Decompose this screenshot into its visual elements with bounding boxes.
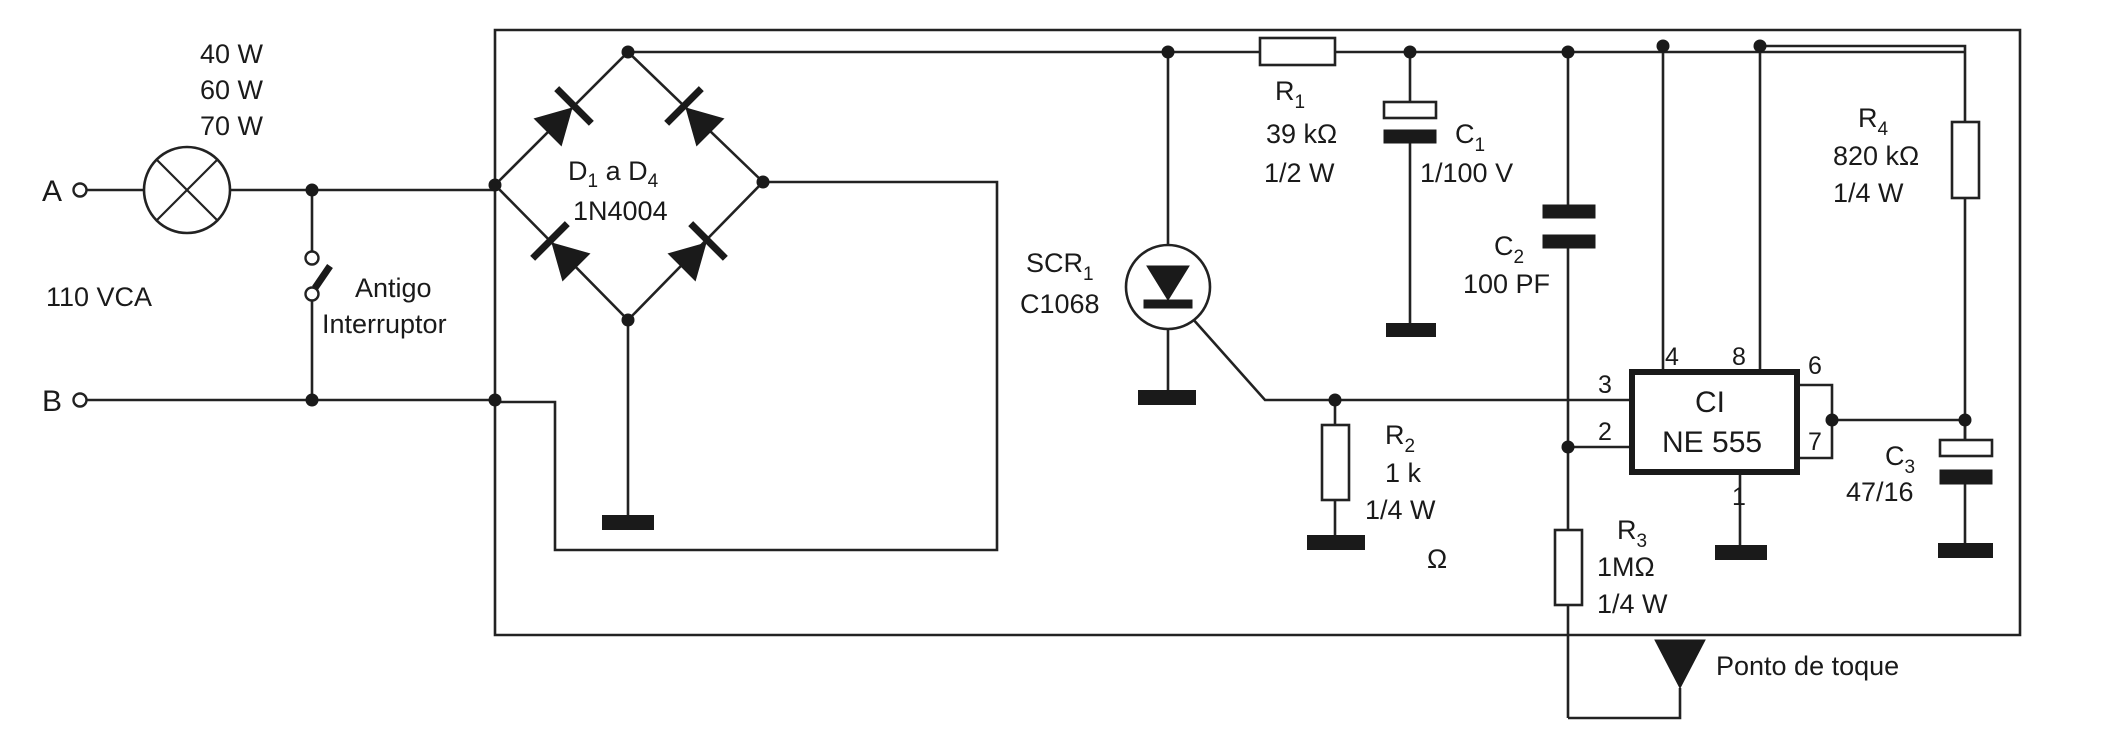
capacitor-c2-symbol xyxy=(1542,204,1596,249)
scr-symbol xyxy=(1124,243,1212,331)
resistor-r4-value: 820 kΩ xyxy=(1833,141,1919,171)
ic-ground-symbol xyxy=(1715,545,1767,560)
bridge-part-number: 1N4004 xyxy=(573,196,668,226)
lamp-watt-1: 40 W xyxy=(200,39,264,69)
resistor-r2-power: 1/4 W xyxy=(1365,495,1436,525)
capacitor-c3-symbol xyxy=(1938,438,1994,485)
switch-label-line1: Antigo xyxy=(355,273,432,303)
capacitor-c3-label: C3 xyxy=(1885,441,1915,478)
resistor-r1-label: R1 xyxy=(1275,76,1305,113)
ic-name: CI xyxy=(1695,386,1725,419)
terminal-a-label: A xyxy=(42,175,62,208)
ic-pin-3: 3 xyxy=(1598,371,1612,399)
ic-pin-4: 4 xyxy=(1665,343,1679,371)
c3-ground-symbol xyxy=(1938,543,1993,558)
bridge-ground-symbol xyxy=(602,515,654,530)
terminal-b: B xyxy=(42,385,88,418)
resistor-r3-label: R3 xyxy=(1617,515,1647,552)
bridge-diodes-label: D1 a D4 xyxy=(568,156,659,192)
bridge-diodes xyxy=(530,86,728,282)
capacitor-c2-label: C2 xyxy=(1494,231,1524,268)
junction-dots xyxy=(305,39,1972,454)
ic-pin-1: 1 xyxy=(1732,483,1746,511)
lamp-watt-3: 70 W xyxy=(200,111,264,141)
ic-pin-6: 6 xyxy=(1808,352,1822,380)
ic-pin-8: 8 xyxy=(1732,343,1746,371)
scr-ground-symbol xyxy=(1138,390,1196,405)
c1-ground-symbol xyxy=(1386,323,1436,337)
touch-point-symbol xyxy=(1654,639,1706,690)
diode-d1 xyxy=(533,86,594,147)
resistor-r3-value: 1MΩ xyxy=(1597,552,1655,582)
lamp-symbol xyxy=(142,145,232,235)
resistor-r1-power: 1/2 W xyxy=(1264,158,1335,188)
ic-part-number: NE 555 xyxy=(1662,426,1762,459)
resistor-r4-power: 1/4 W xyxy=(1833,178,1904,208)
terminal-b-label: B xyxy=(42,385,62,418)
diode-d3 xyxy=(530,221,591,282)
capacitor-c1-symbol xyxy=(1382,100,1438,144)
capacitor-c2-value: 100 PF xyxy=(1463,269,1550,299)
resistor-r2-value: 1 k xyxy=(1385,458,1422,488)
switch-label-line2: Interruptor xyxy=(322,309,447,339)
capacitor-c3-value: 47/16 xyxy=(1846,477,1914,507)
resistor-r4-label: R4 xyxy=(1858,103,1889,140)
ic-pin-7: 7 xyxy=(1808,428,1822,456)
resistor-r3-power: 1/4 W xyxy=(1597,589,1668,619)
switch-symbol xyxy=(304,250,333,302)
supply-voltage-label: 110 VCA xyxy=(46,282,152,312)
capacitor-c1-label: C1 xyxy=(1455,119,1485,156)
diode-d2 xyxy=(664,86,725,147)
scr-label: SCR1 xyxy=(1026,248,1094,285)
resistor-r2-label: R2 xyxy=(1385,420,1415,457)
resistor-r2-omega: Ω xyxy=(1427,544,1447,574)
ic-pin-2: 2 xyxy=(1598,418,1612,446)
wires xyxy=(86,28,2022,720)
r2-ground-symbol xyxy=(1307,535,1365,550)
resistor-r2-symbol xyxy=(1320,423,1351,502)
touch-point-label: Ponto de toque xyxy=(1716,651,1899,681)
diode-d4 xyxy=(667,221,728,282)
resistor-r1-value: 39 kΩ xyxy=(1266,119,1337,149)
scr-part-number: C1068 xyxy=(1020,289,1100,319)
lamp-watt-2: 60 W xyxy=(200,75,264,105)
resistor-r1-symbol xyxy=(1258,36,1337,67)
resistor-r3-symbol xyxy=(1553,528,1584,607)
capacitor-c1-value: 1/100 V xyxy=(1420,158,1513,188)
resistor-r4-symbol xyxy=(1950,120,1981,200)
ic-ne555-chip xyxy=(1629,369,1800,475)
terminal-a: A xyxy=(42,175,88,208)
